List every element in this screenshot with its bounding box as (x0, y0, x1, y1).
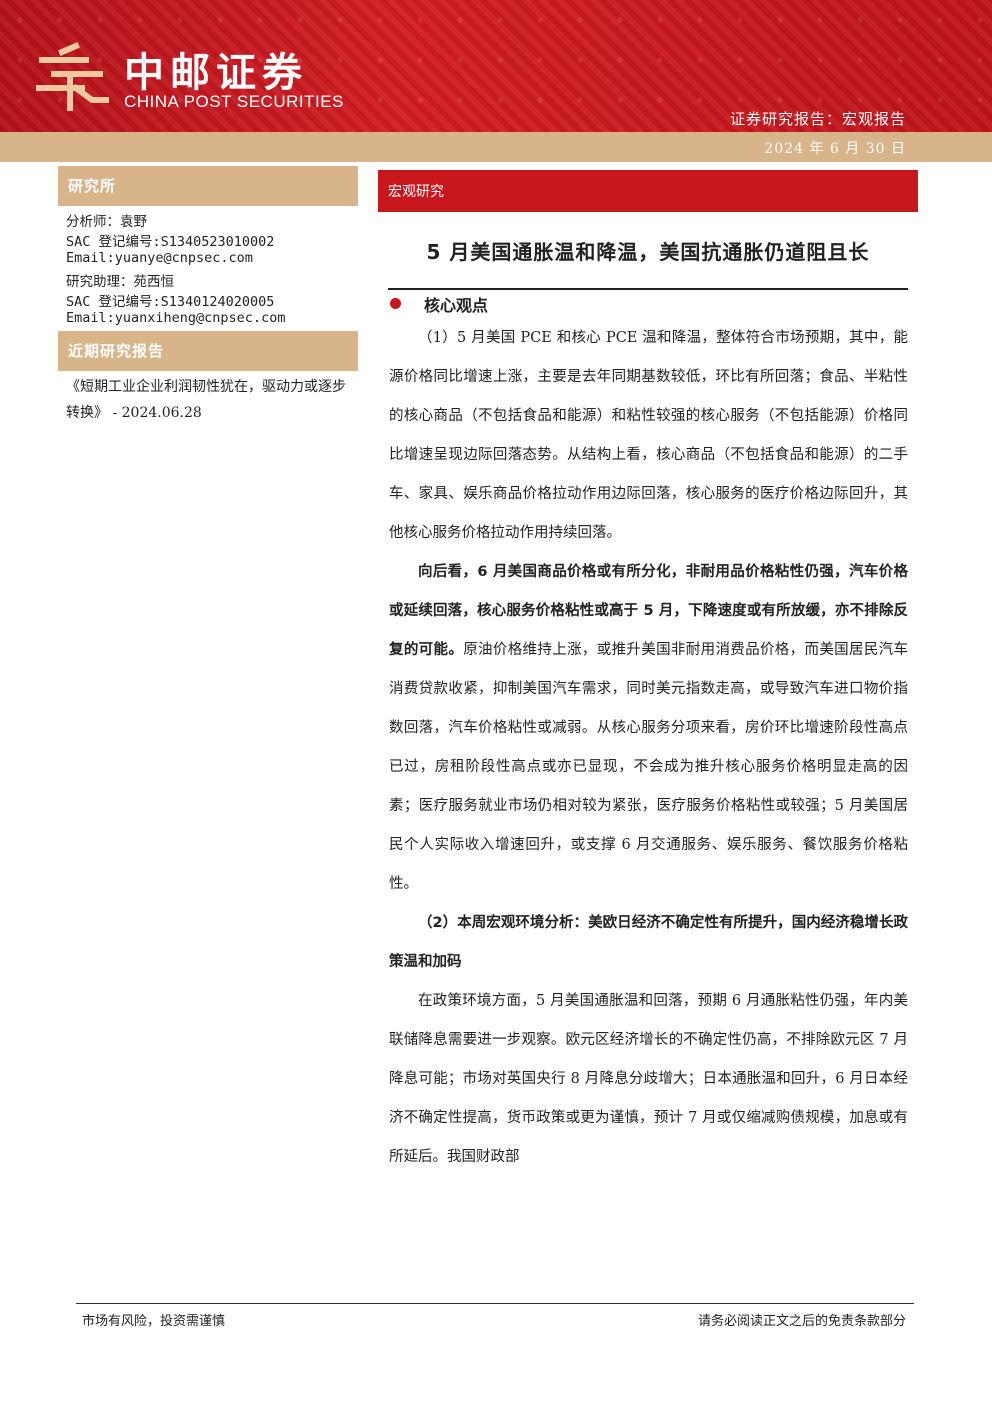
report-type: 证券研究报告：宏观报告 (729, 110, 906, 128)
report-title: 5 月美国通胀温和降温，美国抗通胀仍道阻且长 (426, 240, 870, 264)
analyst-name: 分析师：袁野 (66, 214, 147, 230)
date-band: 2024 年 6 月 30 日 (0, 132, 992, 162)
institute-heading: 研究所 (58, 166, 358, 206)
recent-reports-heading: 近期研究报告 (58, 331, 358, 371)
analyst-email[interactable]: Email:yuanye@cnpsec.com (66, 250, 253, 266)
title-rule (388, 288, 908, 290)
paragraph-1: （1）5 月美国 PCE 和核心 PCE 温和降温，整体符合市场预期，其中，能源… (389, 330, 908, 541)
paragraph-3: （2）本周宏观环境分析：美欧日经济不确定性有所提升，国内经济稳增长政策温和加码 (389, 904, 908, 982)
footer-risk-note: 市场有风险，投资需谨慎 (82, 1314, 226, 1329)
assistant-sac: SAC 登记编号:S1340124020005 (66, 294, 275, 310)
bullet-icon (390, 298, 401, 309)
logo-chinese-name: 中邮证券 (124, 50, 308, 96)
core-view-heading: 核心观点 (424, 296, 489, 315)
paragraph-2-bold: 向后看，6 月美国商品价格或有所分化，非耐用品价格粘性仍强，汽车价格或延续回落，… (389, 564, 908, 658)
topic-bar: 宏观研究 (378, 170, 918, 212)
header-banner: 中邮证券 CHINA POST SECURITIES 证券研究报告：宏观报告 (0, 0, 992, 132)
report-date: 2024 年 6 月 30 日 (764, 141, 906, 157)
china-post-logo-icon (36, 42, 109, 111)
paragraph-2-rest: 原油价格维持上涨，或推升美国非耐用消费品价格，而美国居民汽车消费贷款收紧，抑制美… (389, 642, 909, 892)
analyst-sac: SAC 登记编号:S1340523010002 (66, 234, 275, 250)
assistant-name: 研究助理：苑西恒 (66, 274, 174, 290)
report-body: （1）5 月美国 PCE 和核心 PCE 温和降温，整体符合市场预期，其中，能源… (389, 319, 908, 1177)
paragraph-2: 向后看，6 月美国商品价格或有所分化，非耐用品价格粘性仍强，汽车价格或延续回落，… (389, 553, 908, 904)
recent-report-link[interactable]: 《短期工业企业利润韧性犹在，驱动力或逐步转换》 - 2024.06.28 (66, 379, 346, 421)
paragraph-3-bold: （2）本周宏观环境分析：美欧日经济不确定性有所提升，国内经济稳增长政策温和加码 (389, 915, 908, 970)
assistant-email[interactable]: Email:yuanxiheng@cnpsec.com (66, 310, 286, 326)
logo-english-name: CHINA POST SECURITIES (124, 92, 344, 111)
paragraph-4: 在政策环境方面，5 月美国通胀温和回落，预期 6 月通胀粘性仍强，年内美联储降息… (389, 993, 908, 1165)
footer-disclaimer-note: 请务必阅读正文之后的免责条款部分 (697, 1314, 906, 1329)
footer-rule (76, 1303, 914, 1304)
